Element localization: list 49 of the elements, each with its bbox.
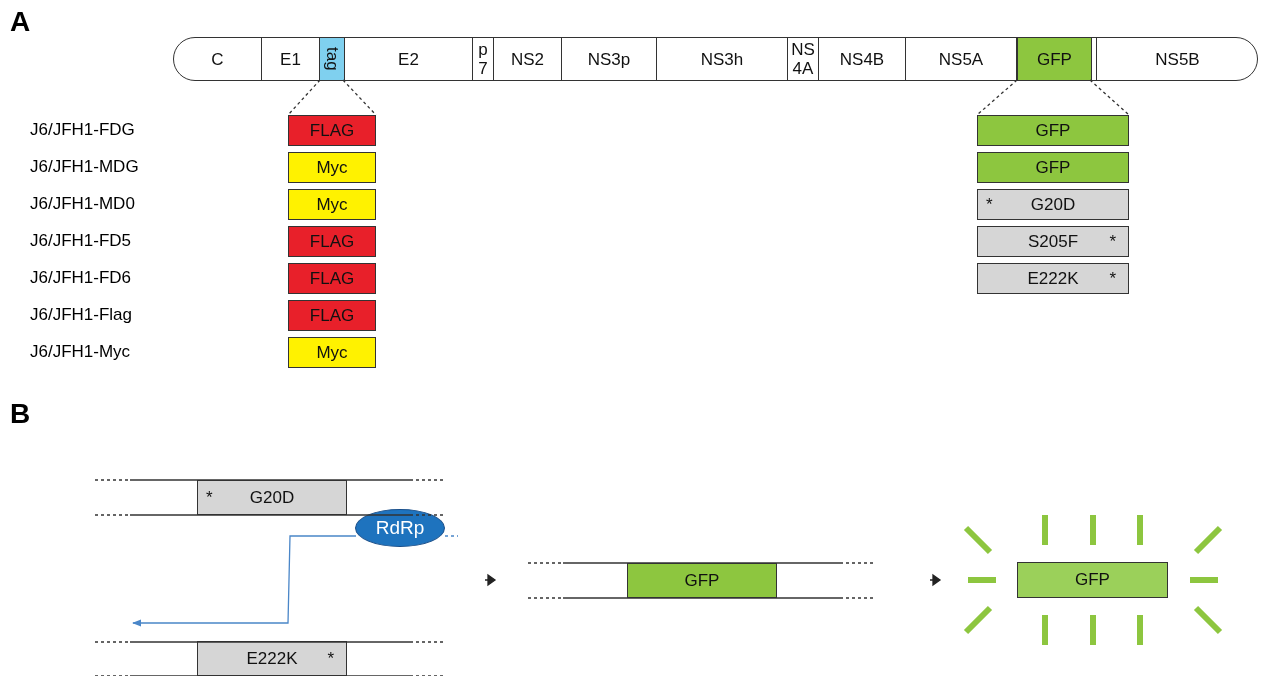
genome-segment: NS3p: [562, 38, 657, 80]
asterisk-mark: *: [986, 194, 993, 215]
mutation-box: [977, 263, 1129, 294]
genome-segment: NS5B: [1096, 38, 1257, 80]
mutation-box: [977, 226, 1129, 257]
tag-box: FLAG: [288, 263, 376, 294]
genome-segment: NS3h: [657, 38, 788, 80]
genome-segment: C: [174, 38, 262, 80]
zoom-line: [342, 79, 377, 116]
strain-label: J6/JFH1-Flag: [30, 305, 133, 325]
tag-box: Myc: [288, 337, 376, 368]
asterisk-mark: *: [206, 487, 213, 508]
mutation-label: S205F: [1027, 231, 1079, 252]
strain-label: J6/JFH1-FD6: [30, 268, 132, 288]
mutation-label: E222K: [246, 648, 298, 669]
strain-label: J6/JFH1-Myc: [30, 342, 131, 362]
panel-label: B: [10, 398, 31, 430]
strain-label: J6/JFH1-FD5: [30, 231, 132, 251]
zoom-line: [1089, 79, 1130, 116]
tag-box: Myc: [288, 189, 376, 220]
mutation-label: G20D: [1030, 194, 1076, 215]
zoom-line: [976, 79, 1018, 116]
genome-segment: NS4A: [788, 38, 819, 80]
asterisk-mark: *: [1109, 268, 1116, 289]
zoom-line: [287, 79, 321, 116]
strain-label: J6/JFH1-FDG: [30, 120, 135, 140]
strain-label: J6/JFH1-MDG: [30, 157, 139, 177]
mutation-box: [977, 189, 1129, 220]
mutation-label: E222K: [1027, 268, 1079, 289]
genome-segment: E2: [345, 38, 473, 80]
genome-segment: p7: [473, 38, 494, 80]
tag-box: Myc: [288, 152, 376, 183]
asterisk-mark: *: [327, 648, 334, 669]
genome-segment: NS2: [494, 38, 562, 80]
mutation-label: G20D: [249, 487, 295, 508]
tag-box: FLAG: [288, 226, 376, 257]
gfp-box: GFP: [977, 152, 1129, 183]
genome-segment: NS4B: [819, 38, 906, 80]
asterisk-mark: *: [1109, 231, 1116, 252]
gfp-box: GFP: [1017, 562, 1168, 598]
polymerase-ellipse: RdRp: [355, 509, 445, 547]
arrow: [132, 535, 357, 627]
tag-box: FLAG: [288, 300, 376, 331]
strain-label: J6/JFH1-MD0: [30, 194, 135, 214]
genome-segment: tag: [320, 38, 345, 80]
genome-segment: GFP: [1017, 38, 1092, 80]
panel-label: A: [10, 6, 31, 38]
gfp-box: GFP: [977, 115, 1129, 146]
tag-box: FLAG: [288, 115, 376, 146]
